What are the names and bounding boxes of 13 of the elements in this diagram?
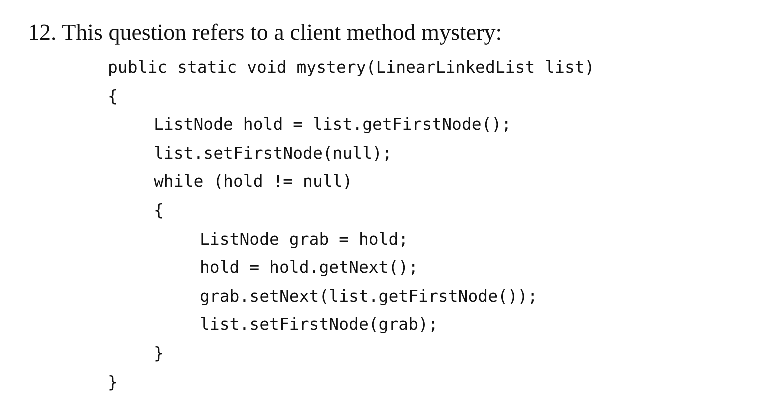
code-line: list.setFirstNode(null); — [154, 144, 392, 164]
code-line: list.setFirstNode(grab); — [200, 315, 438, 336]
question-heading: 12. This question refers to a client method mystery: — [28, 20, 502, 46]
code-line: { — [108, 86, 118, 107]
code-line: ListNode grab = hold; — [200, 230, 409, 250]
code-line: public static void mystery(LinearLinkedList list) — [108, 58, 595, 78]
code-line: while (hold != null) — [154, 172, 353, 192]
code-line: hold = hold.getNext(); — [200, 258, 419, 278]
code-line: ListNode hold = list.getFirstNode(); — [154, 115, 512, 136]
code-line: { — [154, 201, 164, 221]
code-line: } — [154, 344, 164, 364]
code-line: grab.setNext(list.getFirstNode()); — [200, 286, 538, 307]
code-line: } — [108, 372, 118, 393]
